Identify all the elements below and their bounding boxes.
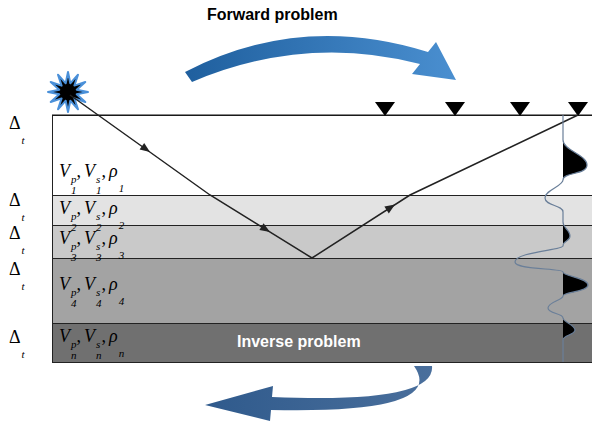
layer-parameters: Vp1,Vs1,ρ1	[59, 159, 124, 196]
inverse-arrow	[205, 366, 432, 421]
surface-line	[52, 114, 592, 115]
layer-thickness-label: Δt	[9, 221, 25, 256]
inverse-problem-label: Inverse problem	[237, 333, 361, 351]
layer-thickness-label: Δt	[9, 257, 25, 292]
ray-arrowhead	[384, 205, 395, 214]
ray-arrowhead	[259, 223, 270, 232]
diagram-title: Forward problem	[207, 6, 338, 24]
layer-thickness-label: Δt	[9, 111, 25, 146]
receiver	[568, 102, 588, 116]
receiver	[510, 102, 530, 116]
receiver	[375, 102, 395, 116]
earth-layer: Vp1,Vs1,ρ1	[52, 115, 592, 195]
earth-layer: Vp4,Vs4,ρ4	[52, 258, 592, 323]
layer-parameters: Vp4,Vs4,ρ4	[59, 272, 124, 309]
layer-parameters: Vpn,Vsn,ρn	[59, 324, 124, 361]
layer-thickness-label: Δt	[9, 188, 25, 223]
ray-path	[70, 95, 578, 258]
explosion-source	[48, 72, 88, 112]
earth-layer: Vp2,Vs2,ρ2	[52, 195, 592, 225]
receiver	[445, 102, 465, 116]
layer-thickness-label: Δt	[9, 325, 25, 360]
layer-parameters: Vp2,Vs2,ρ2	[59, 196, 124, 233]
forward-arrow	[185, 36, 456, 82]
layer-parameters: Vp3,Vs3,ρ3	[59, 226, 124, 263]
seismic-trace	[515, 115, 588, 362]
earth-layer: Vp3,Vs3,ρ3	[52, 225, 592, 258]
ray-arrowhead	[140, 143, 150, 152]
